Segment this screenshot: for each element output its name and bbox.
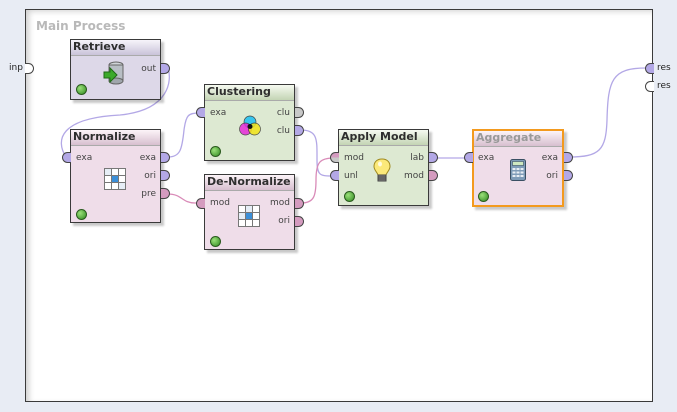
applymodel-mod-out-port[interactable] (429, 170, 438, 181)
applymodel-lab-port[interactable] (429, 152, 438, 163)
operator-title: De-Normalize (205, 175, 294, 191)
port-label-mod-out: mod (404, 171, 424, 181)
aggregate-exa-out-port[interactable] (564, 152, 573, 163)
wire-clustering-clu-to-applymodel-unl[interactable] (300, 129, 335, 177)
operator-retrieve[interactable]: Retrieve out (70, 39, 161, 100)
lightbulb-icon (373, 158, 391, 182)
port-label-exa: exa (210, 108, 227, 118)
denormalize-mod-out-port[interactable] (295, 198, 304, 209)
applymodel-mod-port[interactable] (330, 152, 339, 163)
aggregate-ori-port[interactable] (564, 170, 573, 181)
process-output-label-2: res (657, 81, 671, 91)
port-label-exa-out: exa (139, 153, 156, 163)
port-label-exa-in: exa (76, 153, 93, 163)
operator-normalize[interactable]: Normalize exa exa ori pre (70, 129, 161, 223)
status-led (210, 146, 221, 157)
process-output-port-res-1[interactable] (645, 63, 654, 74)
operator-title: Retrieve (71, 40, 160, 56)
status-led (76, 209, 87, 220)
port-label-out: out (141, 64, 156, 74)
process-input-label: inp (9, 63, 23, 73)
process-output-label-1: res (657, 63, 671, 73)
wire-normalize-exa-to-clustering-exa[interactable] (167, 112, 201, 158)
normalize-exa-in-port[interactable] (62, 152, 71, 163)
normalize-exa-out-port[interactable] (161, 152, 170, 163)
port-label-mod-in: mod (210, 198, 230, 208)
port-label-exa-out: exa (541, 153, 558, 163)
operator-title: Normalize (71, 130, 160, 146)
grid-normalize-icon (104, 168, 126, 190)
operator-title: Aggregate (474, 131, 562, 147)
port-label-unl: unl (344, 171, 358, 181)
port-label-clu-1: clu (276, 108, 290, 118)
denormalize-mod-in-port[interactable] (196, 198, 205, 209)
port-label-lab: lab (410, 153, 424, 163)
port-label-ori: ori (144, 171, 156, 181)
process-title: Main Process (36, 19, 126, 33)
normalize-pre-port[interactable] (161, 188, 170, 199)
status-led (210, 236, 221, 247)
clustering-clu-port-2[interactable] (295, 125, 304, 136)
operator-title: Clustering (205, 85, 294, 101)
database-retrieve-icon (103, 61, 124, 85)
aggregate-exa-in-port[interactable] (464, 152, 473, 163)
clustering-clu-port-1[interactable] (295, 107, 304, 118)
port-label-mod-in: mod (344, 153, 364, 163)
operator-aggregate[interactable]: Aggregate exa exa ori (472, 129, 564, 207)
port-label-exa-in: exa (478, 153, 495, 163)
clustering-exa-port[interactable] (196, 107, 205, 118)
normalize-ori-port[interactable] (161, 170, 170, 181)
port-label-clu-2: clu (276, 126, 290, 136)
retrieve-out-port[interactable] (161, 63, 170, 74)
process-output-port-res-2[interactable] (645, 81, 654, 92)
calculator-icon (510, 159, 526, 181)
operator-clustering[interactable]: Clustering exa clu clu (204, 84, 295, 161)
color-circles-icon (239, 115, 261, 136)
port-label-mod-out: mod (270, 198, 290, 208)
status-led (76, 84, 87, 95)
applymodel-unl-port[interactable] (330, 170, 339, 181)
wire-aggregate-exa-to-res[interactable] (568, 67, 647, 158)
port-label-ori: ori (278, 216, 290, 226)
port-label-ori: ori (546, 171, 558, 181)
operator-title: Apply Model (339, 130, 428, 146)
status-led (478, 191, 489, 202)
port-label-pre: pre (141, 189, 156, 199)
operator-denormalize[interactable]: De-Normalize mod mod ori (204, 174, 295, 250)
denormalize-ori-port[interactable] (295, 216, 304, 227)
wire-denormalize-mod-to-applymodel-mod[interactable] (300, 157, 335, 204)
wire-retrieve-out-to-normalize-exa[interactable] (60, 67, 170, 158)
wire-normalize-pre-to-denormalize-mod[interactable] (167, 193, 199, 204)
status-led (344, 191, 355, 202)
grid-denormalize-icon (238, 205, 260, 227)
operator-apply-model[interactable]: Apply Model mod unl lab mod (338, 129, 429, 206)
process-input-port-inp[interactable] (25, 63, 34, 74)
